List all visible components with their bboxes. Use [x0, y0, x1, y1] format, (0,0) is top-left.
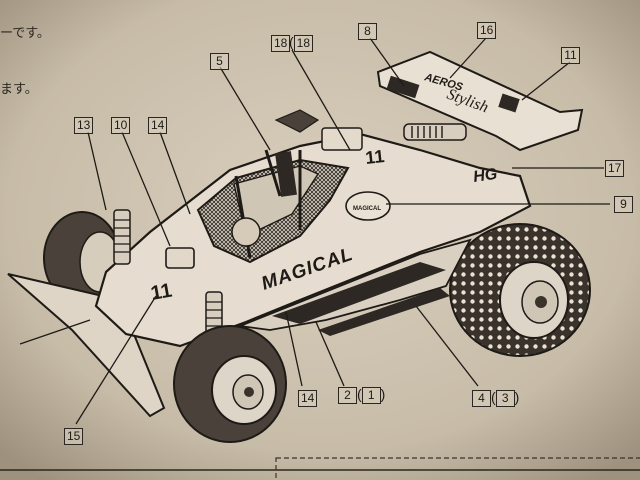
dashed-frame: [275, 457, 640, 480]
instruction-text-line-2: ます。: [0, 82, 38, 97]
callout-18-paren: (18: [289, 34, 314, 52]
hood-logo-disc: [345, 191, 391, 221]
callout-9: 9: [614, 196, 633, 213]
callout-4-paren: (3): [491, 389, 520, 407]
instruction-text-line-1: ーです。: [0, 26, 50, 41]
callout-8: 8: [358, 23, 377, 40]
body-shell: [94, 132, 532, 348]
callout-2-paren: (1): [357, 386, 386, 404]
hood-logo-text: MAGICAL: [353, 206, 381, 212]
callout-15: 15: [64, 428, 84, 445]
rear-wing: [376, 50, 584, 152]
callout-2: 2: [338, 387, 357, 404]
callout-18-alt: 18: [293, 35, 314, 52]
leader-lines: [19, 37, 610, 425]
callout-17: 17: [605, 160, 625, 177]
callout-14-bottom: 14: [298, 390, 318, 407]
rear-wheel: [449, 223, 591, 357]
callout-4: 4: [472, 390, 491, 407]
callout-2-alt: 1: [361, 387, 381, 404]
callout-13: 13: [74, 117, 94, 134]
driver-figure: [231, 217, 261, 247]
front-right-wheel: [173, 325, 287, 443]
front-shock-left: [113, 209, 131, 265]
callout-10: 10: [111, 117, 131, 134]
hg-decal: HG: [472, 166, 498, 186]
callout-4-alt: 3: [495, 390, 515, 407]
callout-5: 5: [210, 53, 229, 70]
callout-18: 18: [271, 35, 291, 52]
car-number-roof: 11: [364, 146, 385, 168]
callout-11: 11: [561, 47, 580, 64]
lower-stripe: [272, 262, 446, 324]
callout-14-top: 14: [148, 117, 168, 134]
callout-16: 16: [477, 22, 497, 39]
rear-shock: [403, 123, 467, 141]
